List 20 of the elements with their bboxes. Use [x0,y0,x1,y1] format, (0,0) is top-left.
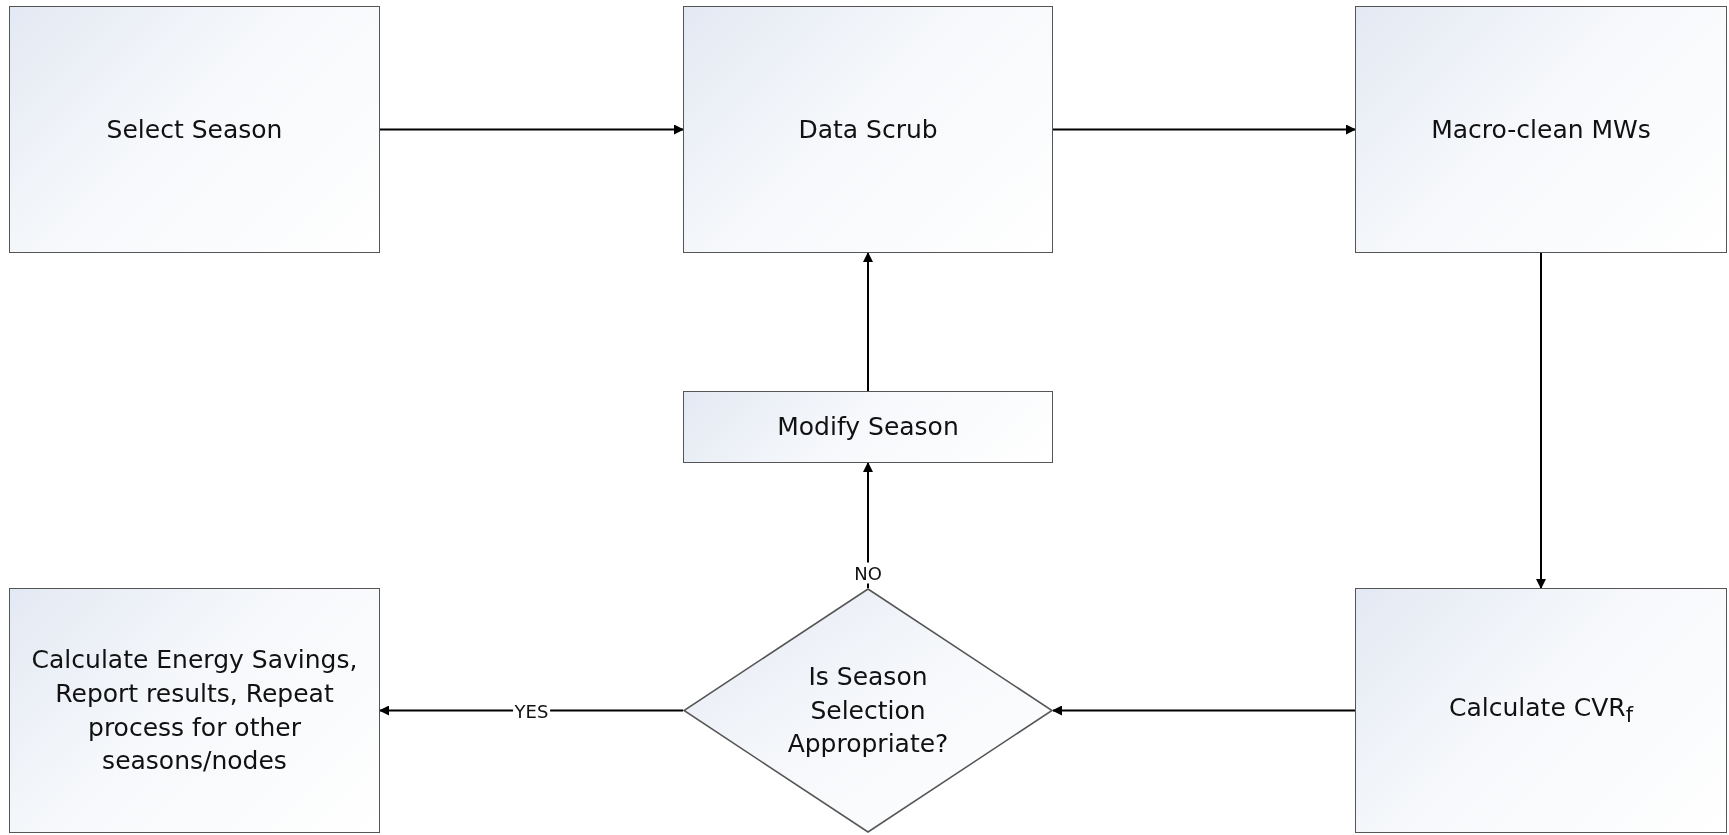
step-text: Modify Season [776,411,960,444]
step-text: Data Scrub [797,113,939,146]
step-text: Macro-clean MWs [1430,113,1652,146]
process-box [683,6,1053,253]
arrow [863,252,873,392]
arrow [1536,252,1546,589]
step-text: Select Season [105,113,284,146]
step-text: Calculate CVR$_{f}$ [1448,692,1635,730]
decision-diamond [683,588,1053,833]
process-box [1355,6,1727,253]
arrow [379,124,684,135]
process-box [9,6,380,253]
decision-text: Is Season Selection Appropriate? [786,660,950,761]
process-box [9,588,380,833]
arrow [1052,124,1356,135]
process-box [1355,588,1727,833]
arrow [379,705,684,716]
process-box [683,391,1053,463]
step-text: Calculate Energy Savings, Report results, Repeat process for other seasons/nodes [30,644,359,778]
arrow [1052,705,1356,716]
